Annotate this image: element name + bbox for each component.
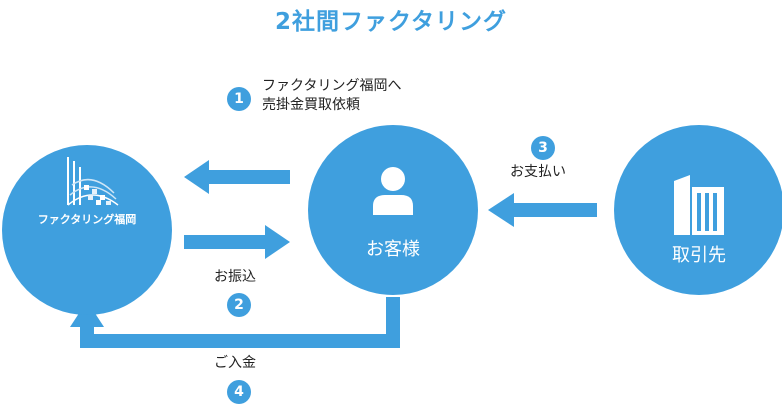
arrow-payment xyxy=(488,193,597,227)
building-icon xyxy=(674,175,724,235)
partner-node: 取引先 xyxy=(614,125,782,295)
arrow-request xyxy=(184,160,290,194)
step-2-badge: 2 xyxy=(227,293,251,317)
step-2-label: お振込 xyxy=(214,269,256,285)
customer-node: お客様 xyxy=(308,125,478,295)
factoring-node: ファクタリング福岡 xyxy=(2,145,172,315)
step-4-badge: 4 xyxy=(227,380,251,404)
step-1-line-2: 売掛金買取依頼 xyxy=(262,97,360,113)
diagram-title: 2社間ファクタリング xyxy=(274,9,508,35)
person-icon xyxy=(373,167,413,215)
factoring-node-label: ファクタリング福岡 xyxy=(37,213,137,226)
partner-node-label: 取引先 xyxy=(672,245,726,266)
customer-node-label: お客様 xyxy=(366,239,420,260)
step-4-label: ご入金 xyxy=(214,355,256,371)
arrow-transfer xyxy=(184,225,290,259)
step-3-label: お支払い xyxy=(510,164,566,180)
logo-graphic-icon xyxy=(67,157,119,206)
step-1-line-1: ファクタリング福岡へ xyxy=(262,78,402,94)
step-3-badge: 3 xyxy=(531,136,555,160)
step-1-badge: 1 xyxy=(227,87,251,111)
